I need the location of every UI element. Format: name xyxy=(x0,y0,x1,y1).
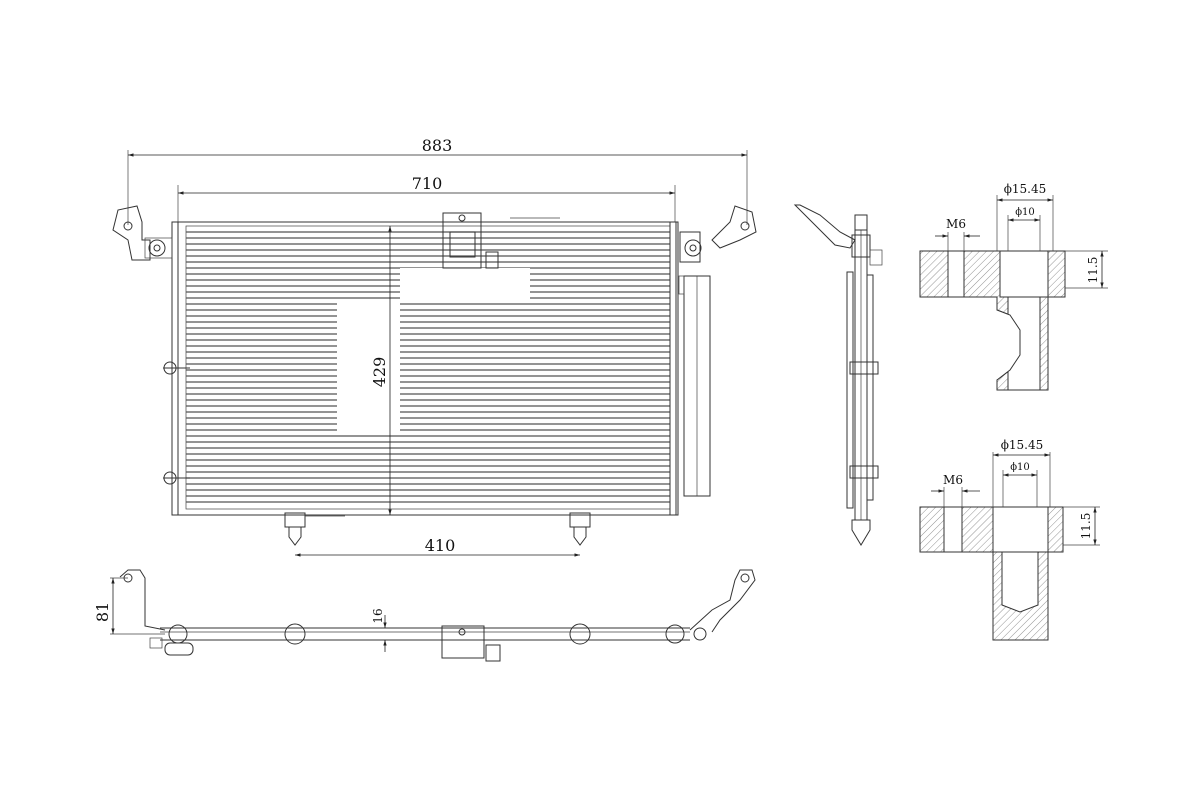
side-view xyxy=(793,204,883,546)
top-thread-label: M6 xyxy=(946,217,966,231)
bottom-thread-label: M6 xyxy=(943,473,963,487)
core-thickness-label: 16 xyxy=(371,608,385,623)
core-height-label: 429 xyxy=(370,357,389,388)
top-height-label: 11.5 xyxy=(1086,257,1100,284)
top-outer-diameter-label: ϕ15.45 xyxy=(1004,182,1047,196)
dimension-overall-width: 883 xyxy=(127,136,748,225)
bottom-mount-left xyxy=(284,512,345,546)
right-mount-bracket xyxy=(679,205,757,263)
bottom-inner-diameter-label: ϕ10 xyxy=(1010,462,1030,473)
top-view: 81 16 xyxy=(93,569,756,662)
mount-spacing-label: 410 xyxy=(425,536,456,555)
condenser-core: 429 xyxy=(171,221,711,516)
fitting-section-top: ϕ15.45 ϕ10 M6 11.5 xyxy=(919,182,1108,391)
bottom-mount-right xyxy=(569,512,591,546)
core-width-label: 710 xyxy=(412,174,443,193)
bottom-height-label: 11.5 xyxy=(1079,513,1093,540)
fitting-section-bottom: ϕ15.45 ϕ10 M6 11.5 xyxy=(919,438,1100,641)
condenser-fins xyxy=(186,231,670,503)
left-side-pins xyxy=(163,361,190,485)
front-view: 883 710 429 xyxy=(112,136,757,557)
top-inner-diameter-label: ϕ10 xyxy=(1015,207,1035,218)
bottom-outer-diameter-label: ϕ15.45 xyxy=(1001,438,1044,452)
dimension-mount-spacing: 410 xyxy=(295,536,580,557)
overall-width-label: 883 xyxy=(422,136,453,155)
left-mount-bracket xyxy=(112,205,173,261)
dimension-core-width: 710 xyxy=(177,174,676,222)
depth-offset-label: 81 xyxy=(93,602,112,622)
inlet-fitting xyxy=(442,212,560,269)
